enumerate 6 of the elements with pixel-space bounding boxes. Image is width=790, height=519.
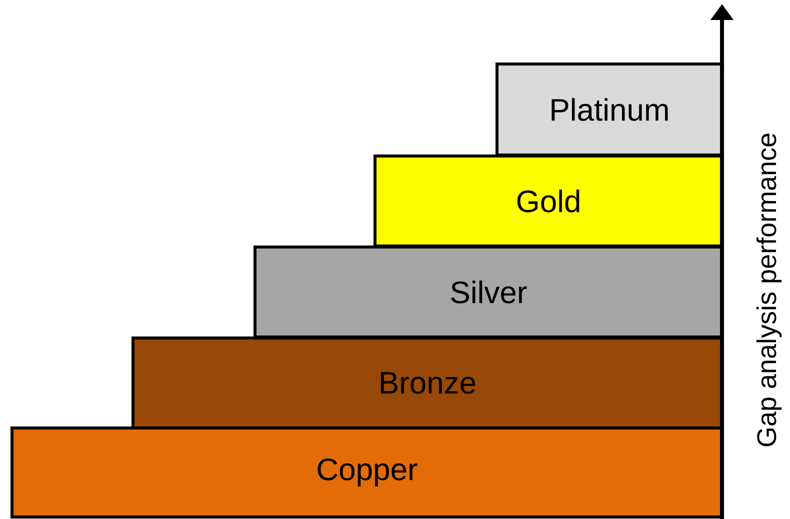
axis-label: Gap analysis performance [756, 134, 782, 446]
step-box: Platinum [496, 62, 724, 156]
step-box: Bronze [132, 336, 724, 430]
step-box: Gold [374, 154, 724, 248]
step-box: Silver [254, 246, 724, 338]
step-box: Copper [10, 426, 724, 518]
